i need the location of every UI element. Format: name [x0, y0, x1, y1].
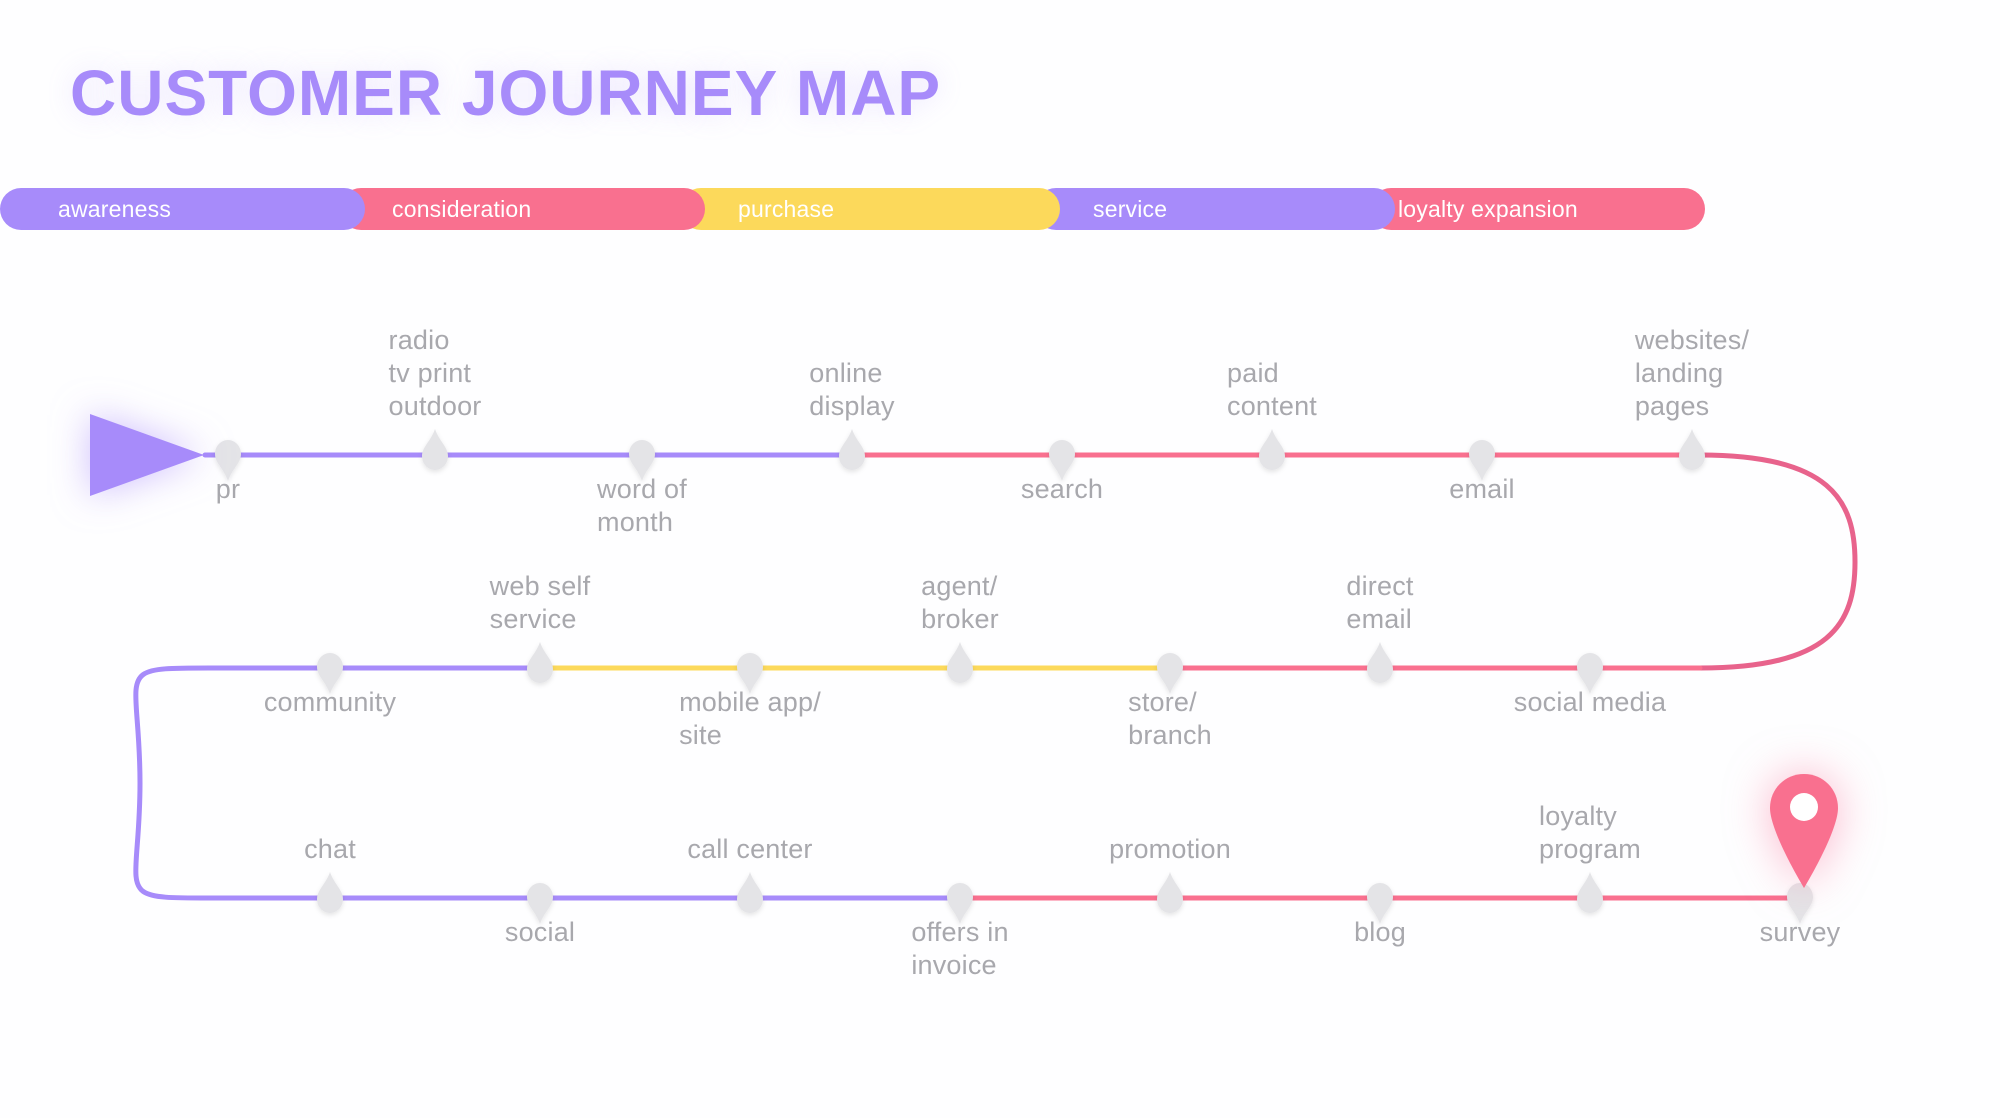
- journey-marker[interactable]: [1157, 872, 1183, 913]
- journey-marker[interactable]: [1577, 872, 1603, 913]
- journey-marker[interactable]: [1157, 653, 1183, 694]
- journey-marker[interactable]: [527, 883, 553, 924]
- stage-pill-label: loyalty expansion: [1398, 195, 1578, 222]
- marker-teardrop-down: [1049, 440, 1075, 481]
- marker-teardrop-up: [422, 429, 448, 470]
- journey-node-label: online display: [809, 358, 895, 422]
- stage-pill-label: purchase: [738, 195, 835, 222]
- marker-teardrop-up: [1367, 642, 1393, 683]
- journey-node-label: agent/ broker: [921, 571, 999, 635]
- journey-marker[interactable]: [947, 883, 973, 924]
- journey-stage-bar: loyalty expansion service purchase consider…: [0, 188, 1720, 230]
- stage-pill-label: awareness: [58, 195, 172, 222]
- journey-node-label: radio tv print outdoor: [388, 325, 482, 422]
- journey-node-label: chat: [304, 834, 356, 865]
- journey-marker[interactable]: [947, 642, 973, 683]
- journey-marker[interactable]: [737, 872, 763, 913]
- journey-marker[interactable]: [737, 653, 763, 694]
- journey-marker[interactable]: [1679, 429, 1705, 470]
- journey-node-label: promotion: [1109, 834, 1231, 865]
- marker-teardrop-down: [1367, 883, 1393, 924]
- marker-teardrop-up: [737, 872, 763, 913]
- marker-teardrop-up: [1577, 872, 1603, 913]
- journey-marker[interactable]: [1577, 653, 1603, 694]
- journey-node-label: search: [1020, 474, 1104, 504]
- journey-node-label: websites/ landing pages: [1634, 325, 1750, 422]
- journey-marker[interactable]: [422, 429, 448, 470]
- marker-teardrop-down: [1787, 883, 1813, 924]
- marker-teardrop-down: [1469, 440, 1495, 481]
- journey-marker[interactable]: [317, 872, 343, 913]
- journey-marker[interactable]: [1367, 642, 1393, 683]
- stage-pill-consideration[interactable]: consideration: [340, 188, 705, 230]
- marker-teardrop-down: [1577, 653, 1603, 694]
- stage-pill-label: consideration: [392, 195, 532, 222]
- marker-teardrop-up: [1157, 872, 1183, 913]
- journey-line-right-uturn: [1697, 452, 1858, 671]
- journey-node-label: pr: [215, 474, 241, 504]
- journey-node-label: email: [1449, 474, 1515, 504]
- marker-teardrop-up: [1679, 429, 1705, 470]
- marker-teardrop-up: [947, 642, 973, 683]
- marker-teardrop-up: [317, 872, 343, 913]
- journey-node-label: paid content: [1227, 358, 1317, 422]
- journey-line-left-uturn: [133, 665, 213, 901]
- marker-teardrop-down: [629, 440, 655, 481]
- marker-teardrop-up: [1259, 429, 1285, 470]
- journey-marker[interactable]: [527, 642, 553, 683]
- journey-node-label: web self service: [489, 571, 591, 635]
- journey-node-label: call center: [687, 834, 813, 865]
- journey-marker[interactable]: [317, 653, 343, 694]
- marker-teardrop-down: [737, 653, 763, 694]
- journey-node-label: mobile app/ site: [679, 687, 821, 750]
- journey-marker[interactable]: [629, 440, 655, 481]
- journey-marker[interactable]: [1259, 429, 1285, 470]
- stage-pill-awareness[interactable]: awareness: [0, 188, 365, 230]
- marker-teardrop-down: [215, 440, 241, 481]
- marker-teardrop-up: [839, 429, 865, 470]
- stage-pill-label: service: [1093, 195, 1168, 222]
- marker-teardrop-down: [947, 883, 973, 924]
- journey-marker[interactable]: [839, 429, 865, 470]
- journey-node-label: store/ branch: [1128, 687, 1212, 750]
- journey-node-label: survey: [1759, 917, 1841, 947]
- journey-marker[interactable]: [1469, 440, 1495, 481]
- marker-teardrop-down: [317, 653, 343, 694]
- journey-marker[interactable]: [215, 440, 241, 481]
- journey-marker[interactable]: [1049, 440, 1075, 481]
- journey-node-label: blog: [1354, 917, 1406, 947]
- journey-node-label: social: [504, 917, 576, 947]
- journey-node-label: loyalty program: [1539, 801, 1641, 865]
- marker-teardrop-up: [527, 642, 553, 683]
- marker-teardrop-down: [527, 883, 553, 924]
- stage-pill-loyalty-expansion[interactable]: loyalty expansion: [1370, 188, 1705, 230]
- journey-marker[interactable]: [1367, 883, 1393, 924]
- marker-teardrop-down: [1157, 653, 1183, 694]
- stage-pill-purchase[interactable]: purchase: [680, 188, 1060, 230]
- journey-node-label: word of month: [597, 474, 687, 537]
- journey-marker[interactable]: [1787, 883, 1813, 924]
- journey-node-label: community: [263, 687, 397, 717]
- journey-node-label: offers in invoice: [911, 917, 1009, 980]
- journey-node-label: direct email: [1346, 571, 1414, 635]
- map-pin-icon: [1770, 774, 1838, 888]
- page-title: CUSTOMER JOURNEY MAP: [70, 57, 942, 129]
- journey-node-label: social media: [1513, 687, 1667, 717]
- stage-pill-service[interactable]: service: [1035, 188, 1395, 230]
- arrow-right-icon: [90, 414, 204, 496]
